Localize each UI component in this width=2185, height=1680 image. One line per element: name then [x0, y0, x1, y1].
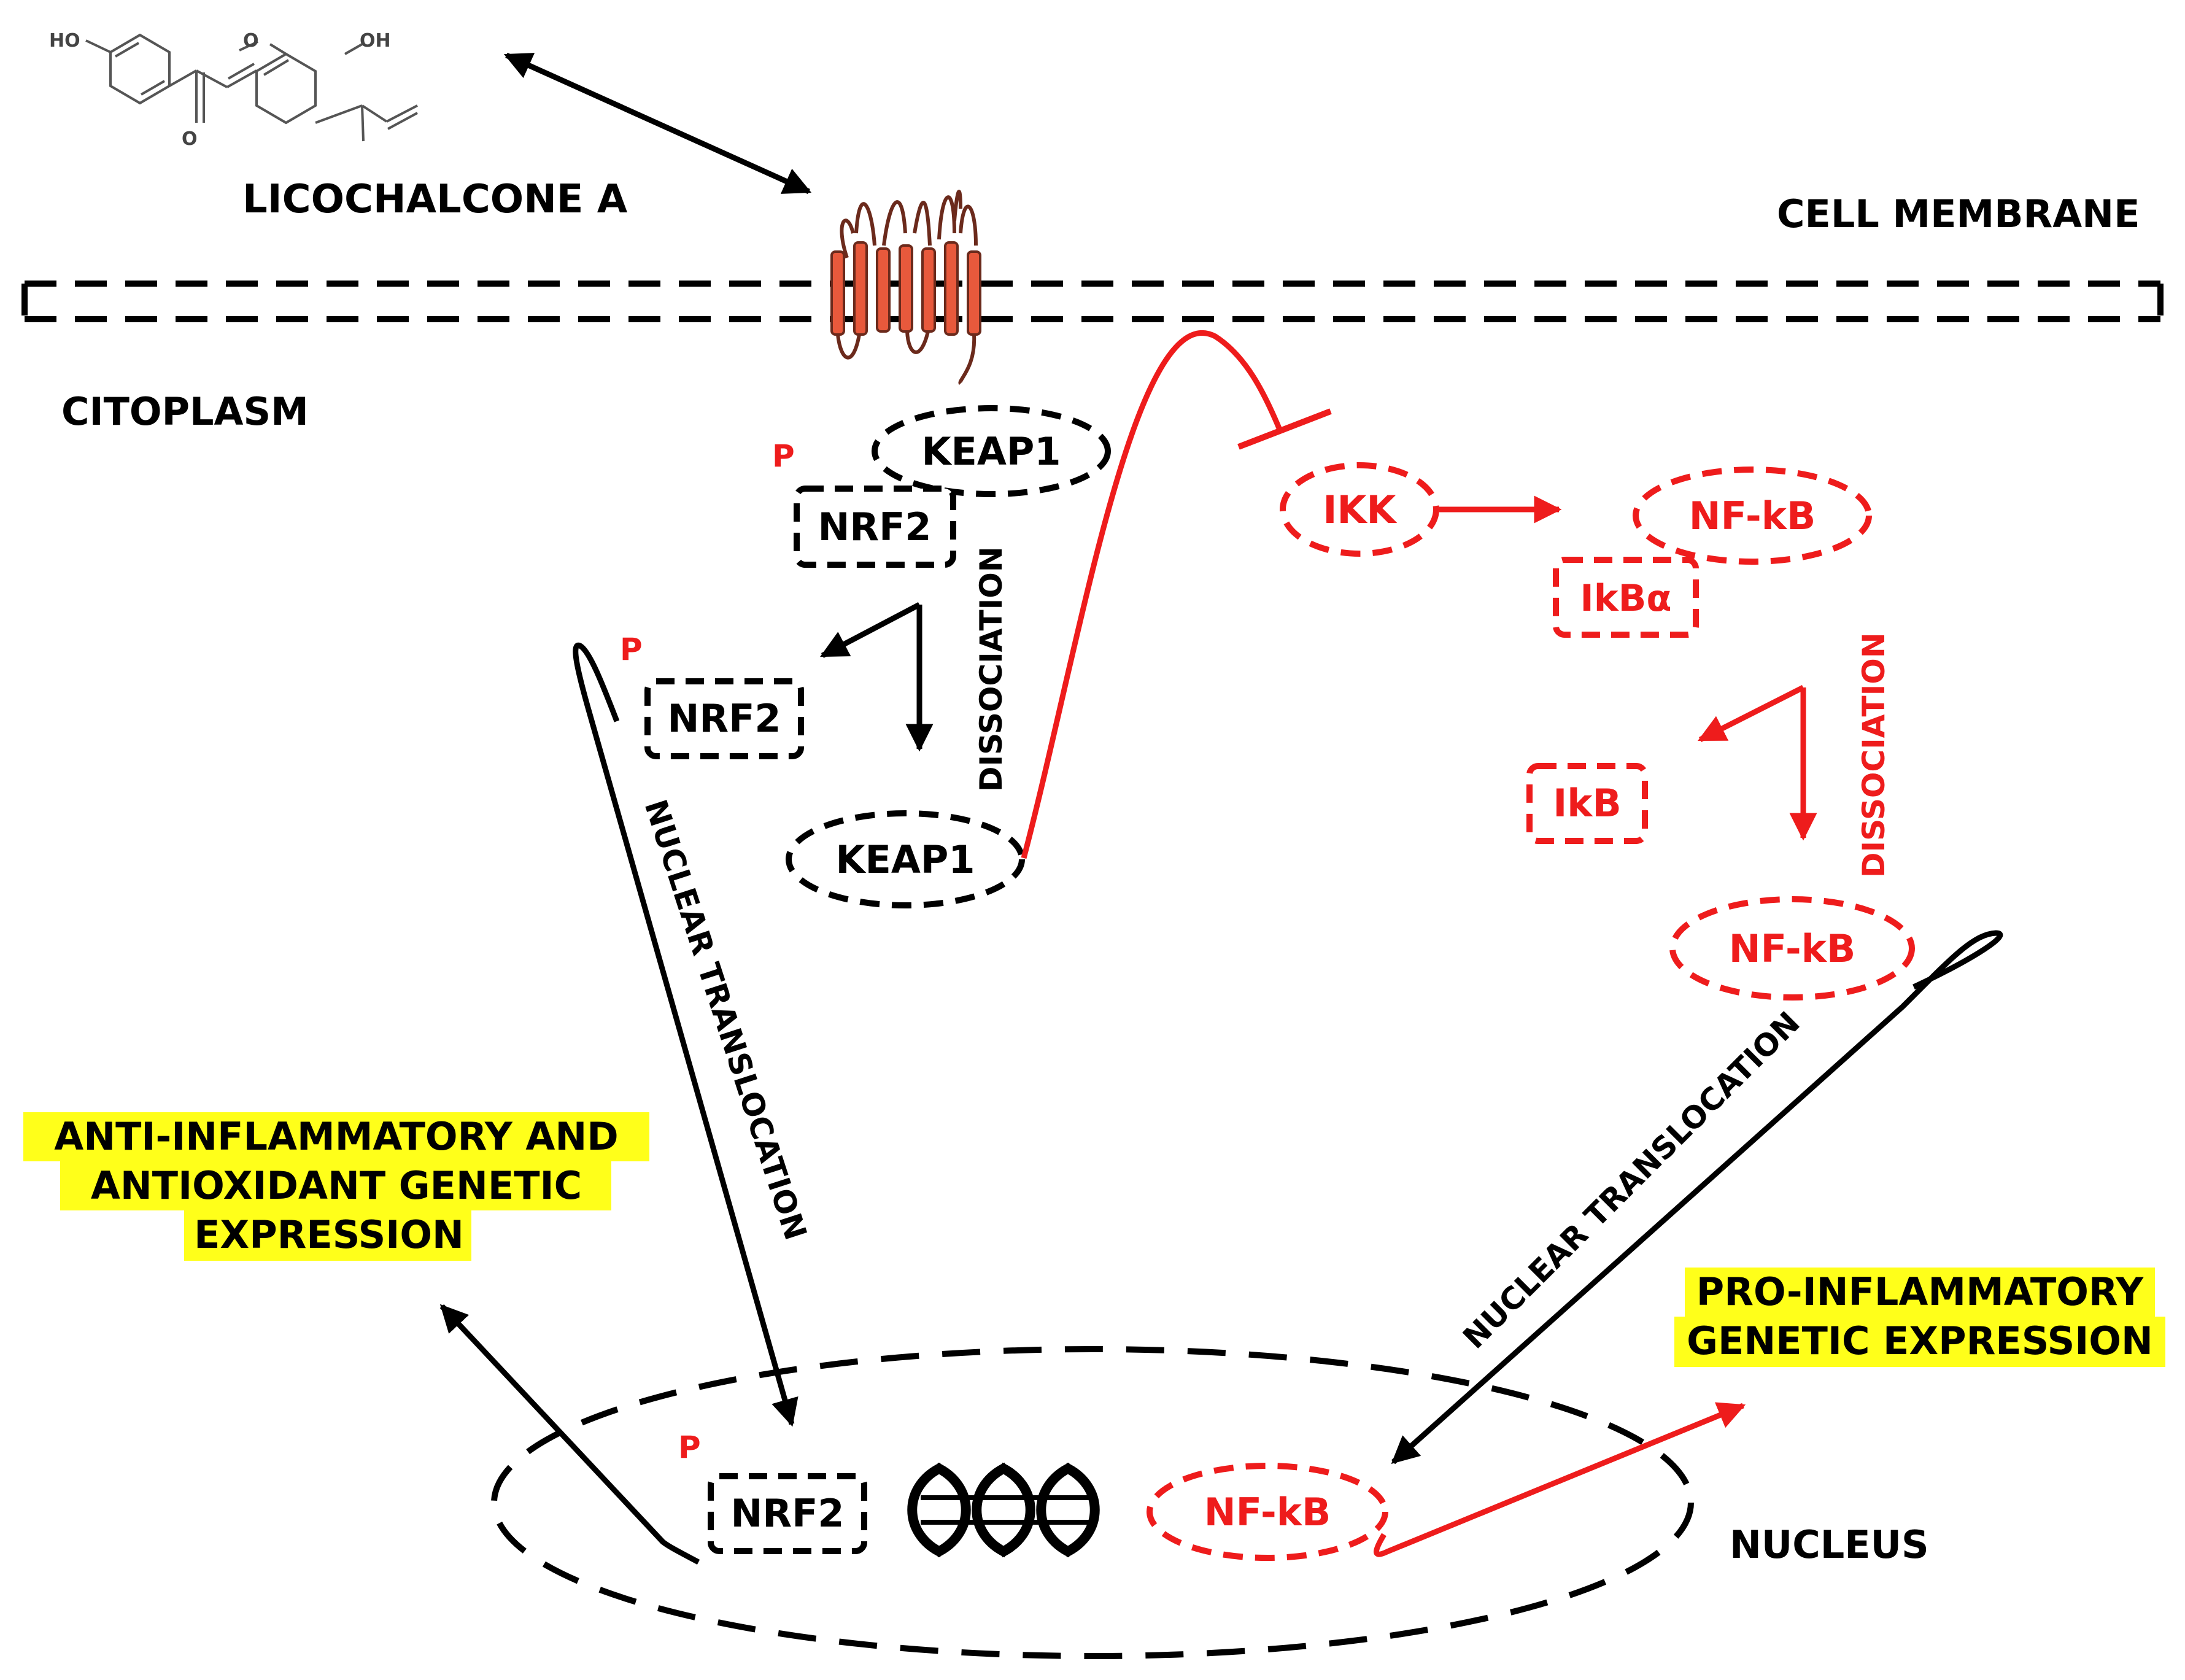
nfkb-nucleus-node [1147, 1463, 1388, 1561]
methoxy-oxygen-label: O [243, 30, 259, 52]
phospho-mark: P [678, 1430, 701, 1465]
ikb-label: IkB [1553, 781, 1622, 826]
nfkb-free-label: NF-kB [1729, 926, 1856, 971]
pro-outcome-line-2: GENETIC EXPRESSION [1687, 1318, 2153, 1363]
anti-inflammatory-outcome: ANTI-INFLAMMATORY AND ANTIOXIDANT GENETI… [23, 1112, 649, 1261]
nrf2-release-arrow [820, 602, 921, 658]
ikb-release-arrow [1697, 684, 1805, 743]
inhibition-bar [1237, 408, 1332, 450]
keap1-free-node [786, 810, 1025, 908]
ikb-node [1526, 763, 1648, 844]
phospho-mark: P [772, 438, 795, 474]
phospho-mark: P [620, 632, 643, 667]
nfkb-complex-node [1633, 466, 1872, 565]
anti-outcome-line-2: ANTIOXIDANT GENETIC [91, 1163, 582, 1208]
anti-outcome-line-3: EXPRESSION [194, 1212, 464, 1257]
nrf2-translocation-arrow [573, 642, 799, 1427]
ikk-node [1280, 462, 1439, 557]
cell-membrane [21, 281, 2164, 322]
anti-inflammatory-arrow [439, 1304, 700, 1565]
nrf2-free-label: NRF2 [667, 696, 781, 741]
nfkb-dissociation-label: DISSOCIATION [1856, 632, 1892, 878]
dna-icon [907, 1462, 1100, 1558]
receptor-icon [830, 190, 981, 385]
nfkb-nucleus-label: NF-kB [1204, 1490, 1331, 1535]
keap1-complex-label: KEAP1 [922, 429, 1061, 474]
nucleus [491, 1346, 1694, 1659]
nrf2-complex-node [794, 486, 956, 568]
nfkb-free-node [1669, 896, 1915, 1001]
binding-arrow [503, 52, 812, 195]
nfkb-translocation-arrow [1391, 930, 2003, 1465]
nfkb-complex-label: NF-kB [1689, 494, 1816, 538]
keap1-complex-node [872, 405, 1111, 497]
licochalcone-label: LICOCHALCONE A [242, 177, 628, 222]
pro-inflammatory-arrow [1374, 1402, 1746, 1557]
pro-outcome-line-1: PRO-INFLAMMATORY [1696, 1269, 2144, 1314]
nrf2-nucleus-node [708, 1473, 867, 1554]
keap1-free-label: KEAP1 [836, 837, 975, 882]
cytoplasm-label: CITOPLASM [61, 389, 309, 434]
ikk-label: IKK [1323, 487, 1397, 532]
keap1-inhibits-ikk-line [1021, 330, 1283, 859]
chemical-structure-icon [85, 33, 418, 142]
cell-membrane-label: CELL MEMBRANE [1777, 192, 2140, 236]
nucleus-label: NUCLEUS [1730, 1522, 1929, 1567]
pro-inflammatory-outcome: PRO-INFLAMMATORY GENETIC EXPRESSION [1674, 1268, 2165, 1367]
nrf2-complex-label: NRF2 [818, 505, 931, 549]
ikba-label: IkBα [1580, 577, 1671, 620]
nrf2-nucleus-label: NRF2 [730, 1491, 844, 1536]
nrf2-dissociation-label: DISSOCIATION [973, 546, 1009, 792]
carbonyl-oxygen-label: O [182, 128, 198, 150]
hydroxyl-left-label: HO [49, 30, 80, 52]
ikba-node [1553, 557, 1699, 638]
nrf2-free-node [644, 678, 804, 759]
hydroxyl-right-label: OH [360, 30, 391, 52]
anti-outcome-line-1: ANTI-INFLAMMATORY AND [54, 1114, 619, 1159]
